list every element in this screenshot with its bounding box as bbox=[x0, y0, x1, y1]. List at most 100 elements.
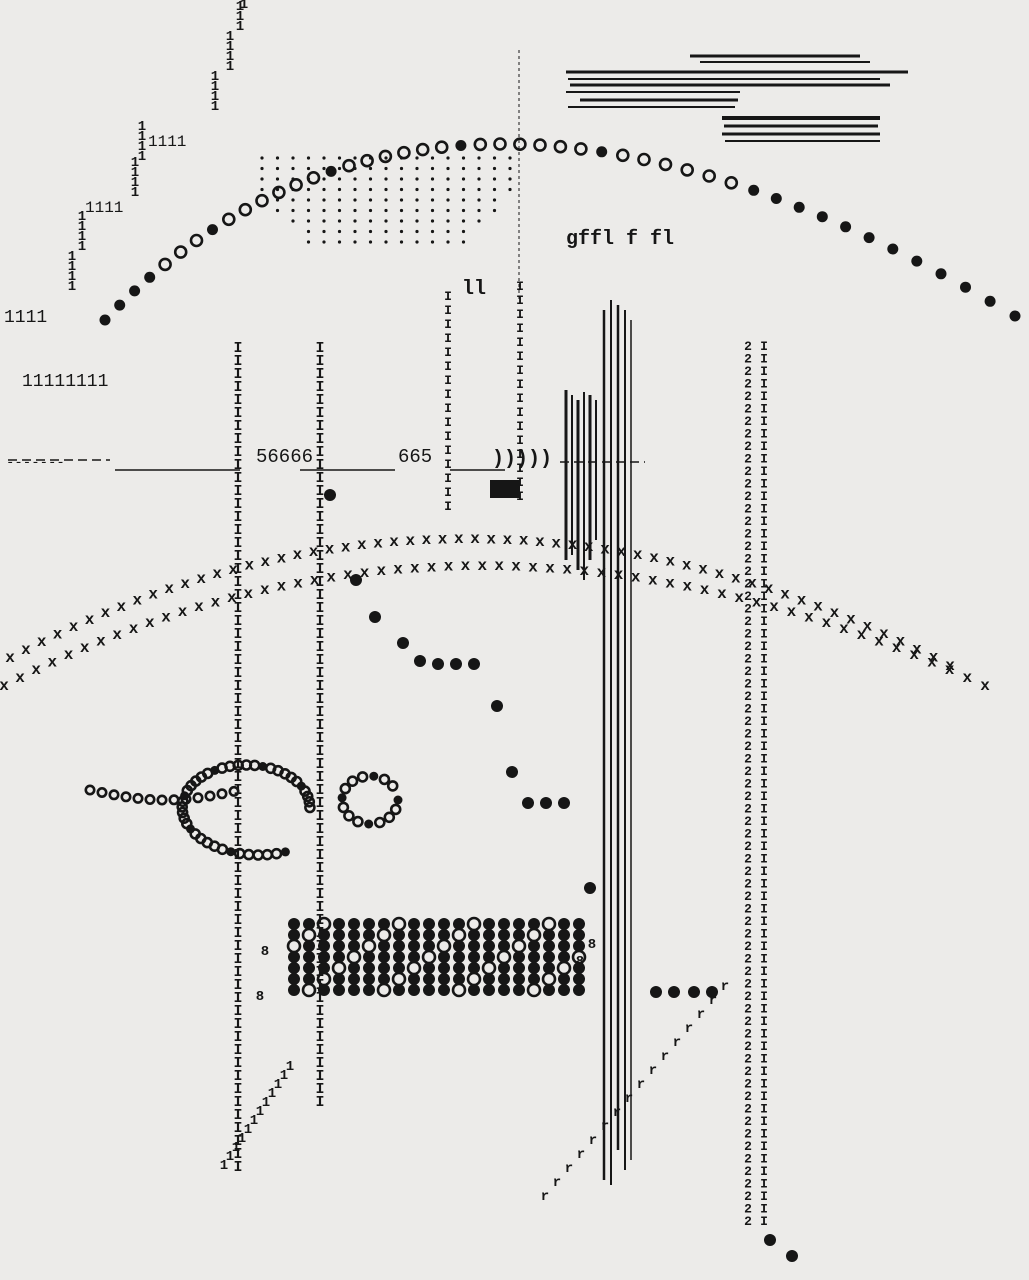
block-dot-glyph bbox=[526, 927, 542, 943]
stem-column-glyph: I bbox=[233, 522, 242, 539]
wave-cross-glyph: x bbox=[700, 581, 710, 599]
stem-column-glyph: I bbox=[233, 1107, 242, 1124]
diagonal-r-glyph: r bbox=[613, 1105, 621, 1121]
grid-dot-glyph bbox=[430, 177, 435, 181]
block-dot-glyph bbox=[333, 929, 345, 941]
wave-cross-glyph: x bbox=[633, 546, 643, 564]
grid-dot-glyph bbox=[492, 177, 497, 181]
stem-column-glyph: I bbox=[315, 769, 324, 786]
grid-dot-glyph bbox=[508, 166, 512, 171]
grid-dot-glyph bbox=[337, 229, 342, 234]
diagonal-one-glyph: 1 bbox=[280, 1068, 288, 1084]
two-column-glyph: 2 bbox=[744, 689, 752, 704]
stair-one-glyph: 1 bbox=[226, 59, 234, 75]
two-column-glyph: 2 bbox=[744, 602, 752, 617]
curl-circle-glyph bbox=[226, 847, 236, 857]
path-dot-glyph bbox=[369, 611, 381, 623]
block-dot-glyph bbox=[391, 916, 407, 932]
block-dot-glyph bbox=[378, 918, 390, 930]
stem-column-glyph: I bbox=[760, 614, 768, 629]
curl-circle-glyph bbox=[96, 786, 108, 798]
block-dot-glyph bbox=[483, 951, 495, 963]
two-column-glyph: 2 bbox=[744, 764, 752, 779]
block-dot-glyph bbox=[498, 940, 510, 952]
arc-circle-glyph bbox=[455, 140, 467, 151]
wave-cross-glyph: x bbox=[164, 580, 174, 598]
stem-column-glyph: I bbox=[760, 602, 768, 617]
stem-column-glyph: I bbox=[760, 927, 768, 942]
block-dot-glyph bbox=[423, 962, 435, 974]
scatter-eight-glyph: 8 bbox=[256, 989, 264, 1005]
stem-column-glyph: I bbox=[760, 402, 768, 417]
block-dot-glyph bbox=[408, 984, 420, 996]
two-column-glyph: 2 bbox=[744, 714, 752, 729]
grid-dot-glyph bbox=[322, 156, 326, 160]
stem-column-glyph: I bbox=[233, 392, 242, 409]
wave-cross-glyph: x bbox=[980, 677, 990, 695]
grid-dot-glyph bbox=[399, 229, 404, 234]
stem-column-glyph: I bbox=[233, 587, 242, 604]
arc-circle-glyph bbox=[207, 224, 218, 236]
wave-cross-glyph: x bbox=[243, 585, 253, 603]
arc-circle-glyph bbox=[144, 271, 156, 283]
stair-one-glyph: 1 bbox=[78, 219, 86, 235]
stem-column-glyph: I bbox=[233, 548, 242, 565]
stem-column-glyph: I bbox=[760, 789, 768, 804]
two-column-glyph: 2 bbox=[744, 564, 752, 579]
wave-cross-glyph: x bbox=[813, 597, 823, 615]
stem-column-glyph: I bbox=[444, 359, 452, 374]
stem-column-glyph: I bbox=[233, 444, 242, 461]
grid-dot-glyph bbox=[508, 177, 512, 181]
curl-circle-glyph bbox=[393, 795, 403, 805]
wave-cross-glyph: x bbox=[584, 538, 594, 556]
diagonal-one-glyph: 1 bbox=[220, 1158, 228, 1174]
two-column-glyph: 2 bbox=[744, 1152, 752, 1167]
block-dot-glyph bbox=[288, 918, 300, 930]
stem-column-glyph: I bbox=[315, 899, 324, 916]
arc-circle-glyph bbox=[553, 139, 568, 154]
wave-cross-glyph: x bbox=[326, 569, 336, 587]
stem-column-glyph: I bbox=[516, 419, 524, 434]
two-column-glyph: 2 bbox=[744, 1177, 752, 1192]
arc-circle-glyph bbox=[158, 257, 172, 272]
stem-column-glyph: I bbox=[233, 665, 242, 682]
path-dot-glyph bbox=[584, 882, 596, 894]
grid-dot-glyph bbox=[260, 156, 264, 160]
stem-column-glyph: I bbox=[760, 739, 768, 754]
block-dot-glyph bbox=[348, 940, 360, 952]
wave-cross-glyph: x bbox=[101, 604, 111, 622]
block-dot-glyph bbox=[348, 984, 360, 996]
block-dot-glyph bbox=[528, 918, 540, 930]
path-dot-glyph bbox=[450, 658, 462, 670]
stem-column-glyph: I bbox=[315, 535, 324, 552]
stem-column-glyph: I bbox=[315, 366, 324, 383]
stem-column-glyph: I bbox=[760, 902, 768, 917]
two-column-glyph: 2 bbox=[744, 889, 752, 904]
block-dot-glyph bbox=[513, 962, 525, 974]
wave-cross-glyph: x bbox=[64, 646, 74, 664]
stem-column-glyph: I bbox=[760, 1164, 768, 1179]
stem-column-glyph: I bbox=[760, 414, 768, 429]
stem-column-glyph: I bbox=[516, 363, 524, 378]
stem-column-glyph: I bbox=[233, 470, 242, 487]
stair-one-glyph: 1 bbox=[138, 139, 146, 155]
stem-column-glyph: I bbox=[315, 678, 324, 695]
wave-cross-glyph: x bbox=[545, 559, 555, 577]
stem-column-glyph: I bbox=[760, 727, 768, 742]
two-column-glyph: 2 bbox=[744, 827, 752, 842]
two-column-glyph: 2 bbox=[744, 589, 752, 604]
scatter-eight-glyph: 8 bbox=[261, 944, 269, 960]
stem-column-glyph: I bbox=[760, 502, 768, 517]
path-dot-glyph bbox=[506, 766, 518, 778]
grid-dot-glyph bbox=[461, 208, 466, 213]
two-column-glyph: 2 bbox=[744, 914, 752, 929]
stair-one-glyph: 1 bbox=[131, 155, 139, 171]
grid-dot-glyph bbox=[430, 208, 435, 213]
block-dot-glyph bbox=[466, 971, 482, 987]
grid-dot-glyph bbox=[492, 156, 497, 160]
two-column-glyph: 2 bbox=[744, 927, 752, 942]
path-dot-glyph bbox=[350, 574, 362, 586]
wave-cross-glyph: x bbox=[53, 625, 63, 643]
grid-dot-glyph bbox=[384, 229, 388, 234]
stem-column-glyph: I bbox=[233, 1081, 242, 1098]
